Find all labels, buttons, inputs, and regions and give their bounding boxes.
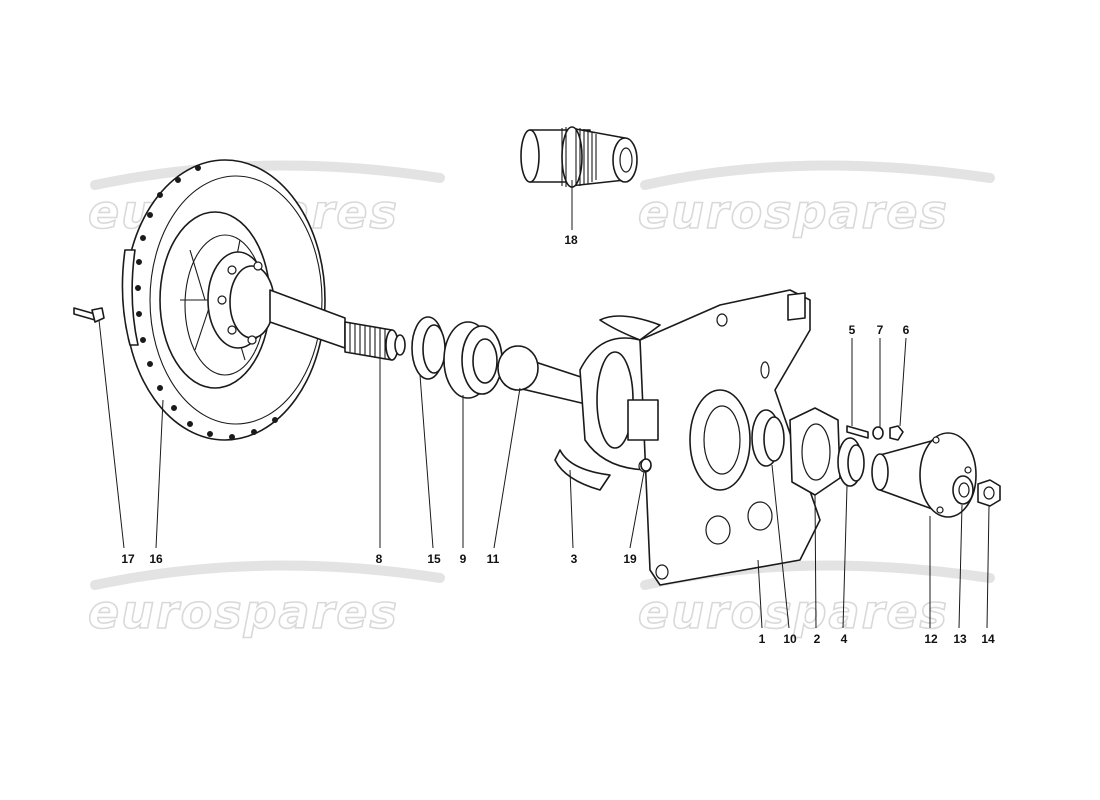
- callout-8: 8: [376, 552, 383, 566]
- callout-labels: 17 16 8 15 9 11 3 19 18 5 7 6 1 10 2 4 1…: [121, 233, 995, 646]
- part-13-hub-center: [952, 475, 974, 505]
- callout-17: 17: [121, 552, 135, 566]
- part-8-drive-shaft: [269, 289, 406, 361]
- watermark-swoosh: [90, 160, 445, 190]
- disc-vent-holes: [135, 165, 278, 440]
- callout-13: 13: [953, 632, 967, 646]
- part-17-bolt: [73, 307, 105, 323]
- part-14-hub-nut: [977, 479, 1001, 507]
- watermark-text: eurospares: [638, 185, 949, 239]
- part-12-hub: [871, 432, 977, 518]
- callout-5: 5: [849, 323, 856, 337]
- callout-14: 14: [981, 632, 995, 646]
- part-15-seal-ring: [411, 316, 446, 380]
- part-10-bearing: [751, 409, 785, 467]
- watermark-text: eurospares: [638, 585, 949, 639]
- part-4-seal: [837, 437, 865, 487]
- callout-11: 11: [487, 552, 500, 566]
- callout-9: 9: [460, 552, 467, 566]
- part-2-flange-plate: [789, 407, 841, 496]
- callout-7: 7: [877, 323, 884, 337]
- watermark-text: eurospares: [88, 585, 399, 639]
- callout-12: 12: [924, 632, 938, 646]
- part-5-stud: [846, 425, 869, 439]
- callout-6: 6: [903, 323, 910, 337]
- part-1-hub-carrier: [554, 289, 821, 586]
- callout-19: 19: [623, 552, 637, 566]
- callout-16: 16: [149, 552, 163, 566]
- part-7-washer: [872, 426, 884, 440]
- part-6-nut: [889, 425, 904, 441]
- watermark-swoosh: [90, 560, 445, 590]
- part-9-bearing: [443, 321, 503, 399]
- callout-3: 3: [571, 552, 578, 566]
- callout-2: 2: [814, 632, 821, 646]
- callout-1: 1: [759, 632, 766, 646]
- callout-4: 4: [841, 632, 848, 646]
- callout-10: 10: [783, 632, 797, 646]
- part-19-bolt: [640, 458, 652, 472]
- leader-lines: [98, 180, 990, 629]
- callout-18: 18: [564, 233, 578, 247]
- part-18-splined-sleeve: [520, 126, 638, 188]
- callout-15: 15: [427, 552, 441, 566]
- watermark-swoosh: [640, 160, 995, 190]
